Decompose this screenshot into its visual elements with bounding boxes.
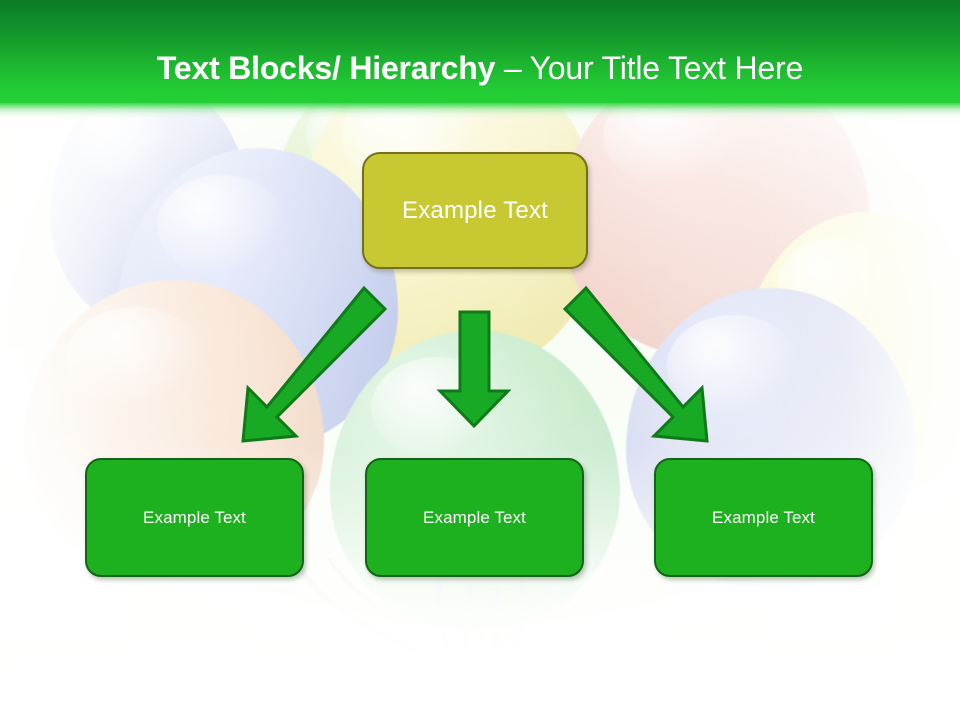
node-child-2-label: Example Text (423, 507, 526, 527)
node-child-1-label: Example Text (143, 507, 246, 527)
page-title-separator: – (495, 50, 530, 86)
title-bar-fade (0, 103, 960, 119)
page-title-regular: Your Title Text Here (529, 50, 804, 86)
page-title: Text Blocks/ Hierarchy – Your Title Text… (0, 49, 960, 87)
title-bar (0, 0, 960, 103)
node-child-2[interactable]: Example Text (365, 458, 584, 577)
node-root-label: Example Text (401, 196, 549, 224)
node-root[interactable]: Example Text (362, 152, 588, 269)
page-title-bold: Text Blocks/ Hierarchy (156, 50, 496, 86)
node-child-3-label: Example Text (712, 507, 815, 527)
node-child-1[interactable]: Example Text (85, 458, 304, 577)
node-child-3[interactable]: Example Text (654, 458, 873, 577)
